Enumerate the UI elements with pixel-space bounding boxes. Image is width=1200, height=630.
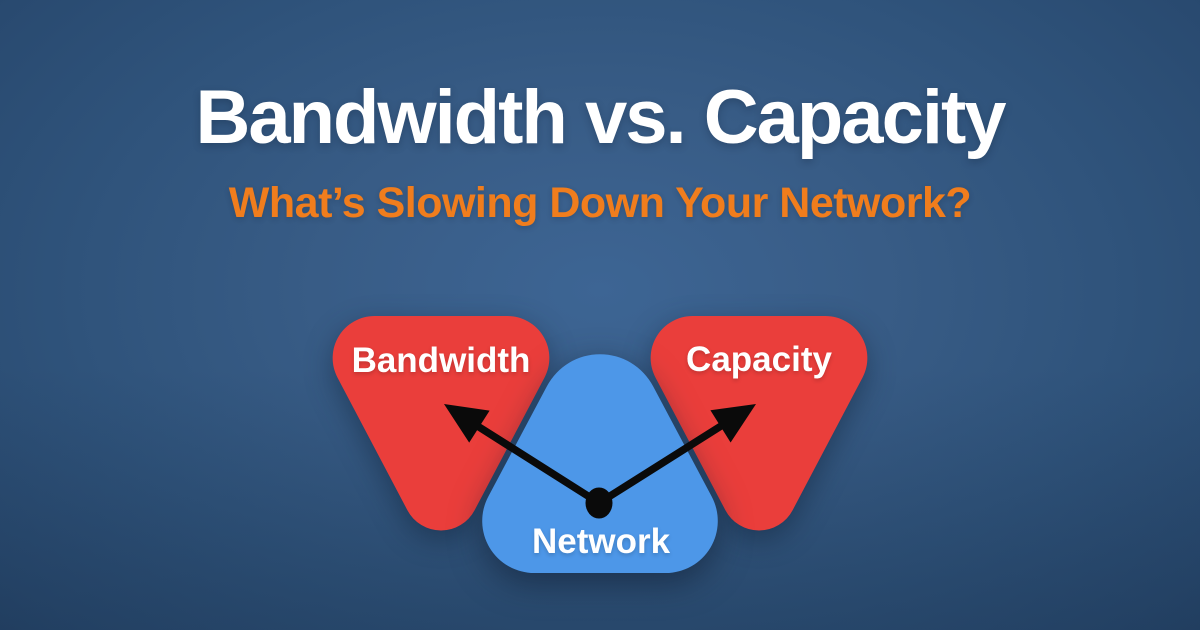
bandwidth-triangle: [332, 316, 550, 531]
capacity-triangle: [650, 316, 868, 531]
origin-dot-icon: [585, 487, 613, 519]
bandwidth-arrow-line: [475, 423, 603, 507]
network-label: Network: [531, 522, 671, 561]
page-subtitle: What’s Slowing Down Your Network?: [228, 179, 972, 227]
capacity-arrowhead-icon: [710, 404, 756, 443]
bandwidth-label: Bandwidth: [351, 341, 531, 380]
capacity-arrow-line: [595, 422, 725, 507]
capacity-label: Capacity: [686, 340, 832, 379]
page-title: Bandwidth vs. Capacity: [195, 75, 1006, 160]
bandwidth-arrowhead-icon: [444, 404, 490, 443]
network-triangle: [482, 354, 718, 574]
